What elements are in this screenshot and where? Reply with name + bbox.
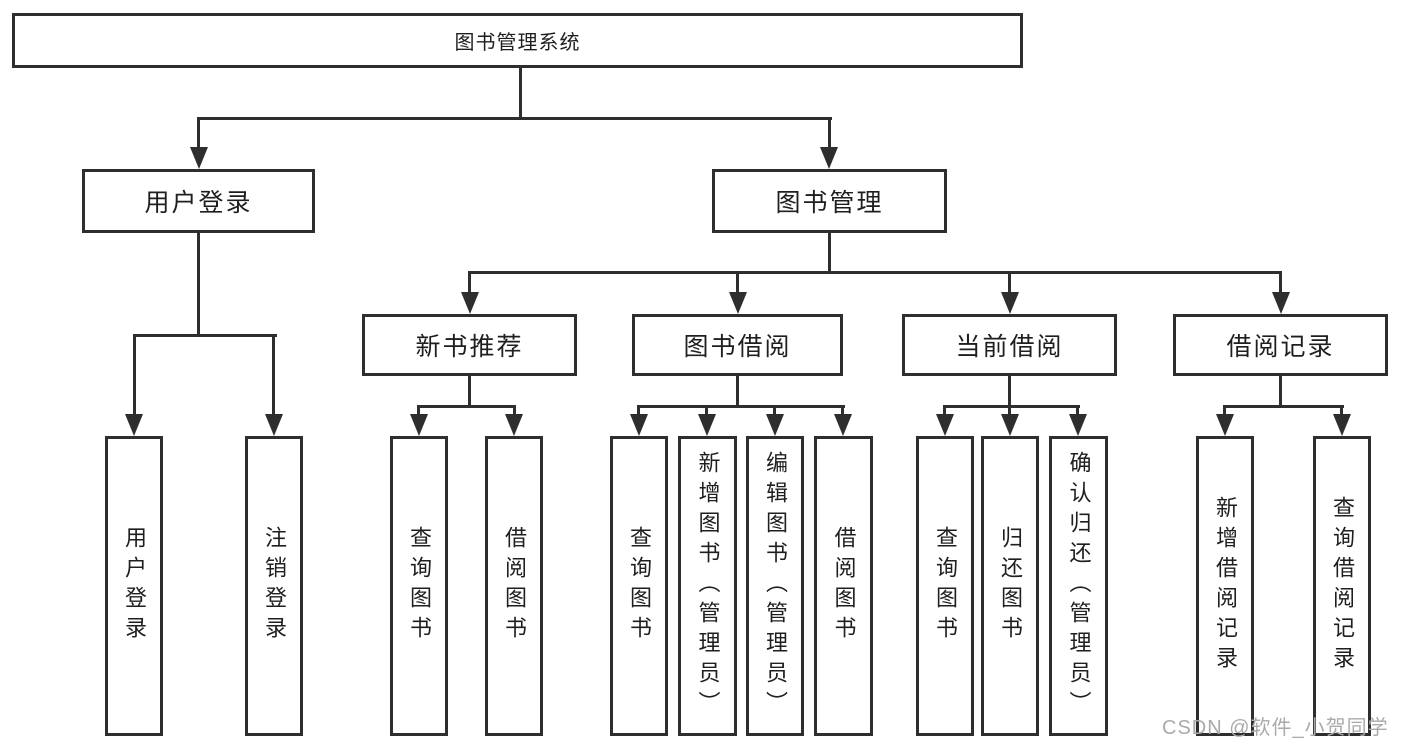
arrow-down-icon <box>630 414 648 436</box>
leaf-current-query-books: 查询图书 <box>916 436 974 736</box>
connector-vline <box>1008 271 1011 294</box>
leaf-query-borrow-record: 查询借阅记录 <box>1313 436 1371 736</box>
connector-vline <box>637 405 640 417</box>
connector-vline <box>513 405 516 417</box>
leaf-return-books: 归还图书 <box>981 436 1039 736</box>
connector-hline <box>133 334 277 337</box>
connector-vline <box>1076 405 1079 417</box>
connector-vline <box>197 117 200 149</box>
leaf-recommend-query-books-label: 查询图书 <box>407 526 432 646</box>
node-new-book-recommendation: 新书推荐 <box>362 314 577 376</box>
connector-vline <box>1279 271 1282 294</box>
node-current-borrowing: 当前借阅 <box>902 314 1117 376</box>
leaf-add-borrow-record: 新增借阅记录 <box>1196 436 1254 736</box>
connector-vline <box>736 271 739 294</box>
connector-hline <box>637 405 845 408</box>
leaf-borrowing-query-books-label: 查询图书 <box>627 526 652 646</box>
node-book-borrowing: 图书借阅 <box>632 314 843 376</box>
leaf-current-query-books-label: 查询图书 <box>933 526 958 646</box>
arrow-down-icon <box>936 414 954 436</box>
leaf-add-books-admin: 新增图书（管理员） <box>678 436 737 736</box>
leaf-user-login: 用户登录 <box>105 436 163 736</box>
leaf-recommend-borrow-books: 借阅图书 <box>485 436 543 736</box>
leaf-borrowing-query-books: 查询图书 <box>610 436 668 736</box>
arrow-down-icon <box>820 147 838 169</box>
node-book-management: 图书管理 <box>712 169 947 233</box>
arrow-down-icon <box>729 292 747 314</box>
connector-vline <box>272 334 275 416</box>
connector-vline <box>841 405 844 417</box>
connector-vline <box>197 233 200 337</box>
connector-vline <box>943 405 946 417</box>
connector-vline <box>1008 376 1011 408</box>
leaf-borrow-books: 借阅图书 <box>814 436 873 736</box>
leaf-logout: 注销登录 <box>245 436 303 736</box>
leaf-user-login-label: 用户登录 <box>122 526 147 646</box>
connector-vline <box>1340 405 1343 417</box>
connector-hline <box>417 405 516 408</box>
connector-vline <box>519 66 522 120</box>
node-root-label: 图书管理系统 <box>454 32 581 54</box>
node-current-borrowing-label: 当前借阅 <box>955 333 1064 361</box>
node-book-borrowing-label: 图书借阅 <box>683 333 792 361</box>
connector-vline <box>773 405 776 417</box>
connector-vline <box>1008 405 1011 417</box>
node-new-book-recommendation-label: 新书推荐 <box>415 333 524 361</box>
node-user-login-label: 用户登录 <box>144 189 253 217</box>
leaf-recommend-query-books: 查询图书 <box>390 436 448 736</box>
leaf-confirm-return-admin: 确认归还（管理员） <box>1049 436 1108 736</box>
connector-vline <box>1223 405 1226 417</box>
arrow-down-icon <box>766 414 784 436</box>
leaf-query-borrow-record-label: 查询借阅记录 <box>1330 496 1355 676</box>
arrow-down-icon <box>461 292 479 314</box>
arrow-down-icon <box>1001 414 1019 436</box>
arrow-down-icon <box>1216 414 1234 436</box>
arrow-down-icon <box>125 414 143 436</box>
node-borrowing-records: 借阅记录 <box>1173 314 1388 376</box>
connector-vline <box>828 233 831 274</box>
arrow-down-icon <box>698 414 716 436</box>
connector-hline <box>197 117 832 120</box>
arrow-down-icon <box>1069 414 1087 436</box>
leaf-edit-books-admin: 编辑图书（管理员） <box>746 436 804 736</box>
arrow-down-icon <box>1333 414 1351 436</box>
connector-vline <box>1279 376 1282 408</box>
connector-vline <box>417 405 420 417</box>
arrow-down-icon <box>265 414 283 436</box>
arrow-down-icon <box>834 414 852 436</box>
node-book-management-label: 图书管理 <box>775 189 884 217</box>
node-user-login: 用户登录 <box>82 169 315 233</box>
connector-hline <box>943 405 1080 408</box>
node-borrowing-records-label: 借阅记录 <box>1226 333 1335 361</box>
leaf-edit-books-admin-label: 编辑图书（管理员） <box>763 451 788 721</box>
connector-hline <box>1223 405 1344 408</box>
watermark: CSDN @软件_小贺同学 <box>1162 717 1389 739</box>
leaf-recommend-borrow-books-label: 借阅图书 <box>502 526 527 646</box>
connector-vline <box>468 376 471 408</box>
arrow-down-icon <box>1001 292 1019 314</box>
arrow-down-icon <box>1272 292 1290 314</box>
arrow-down-icon <box>190 147 208 169</box>
connector-vline <box>828 117 831 149</box>
leaf-return-books-label: 归还图书 <box>998 526 1023 646</box>
connector-vline <box>133 334 136 416</box>
connector-vline <box>468 271 471 294</box>
leaf-add-borrow-record-label: 新增借阅记录 <box>1213 496 1238 676</box>
arrow-down-icon <box>505 414 523 436</box>
connector-hline <box>468 271 1282 274</box>
arrow-down-icon <box>410 414 428 436</box>
connector-vline <box>705 405 708 417</box>
node-root: 图书管理系统 <box>12 13 1023 68</box>
leaf-confirm-return-admin-label: 确认归还（管理员） <box>1066 451 1092 721</box>
connector-vline <box>736 376 739 408</box>
leaf-logout-label: 注销登录 <box>262 526 287 646</box>
leaf-add-books-admin-label: 新增图书（管理员） <box>695 451 721 721</box>
leaf-borrow-books-label: 借阅图书 <box>831 526 857 646</box>
